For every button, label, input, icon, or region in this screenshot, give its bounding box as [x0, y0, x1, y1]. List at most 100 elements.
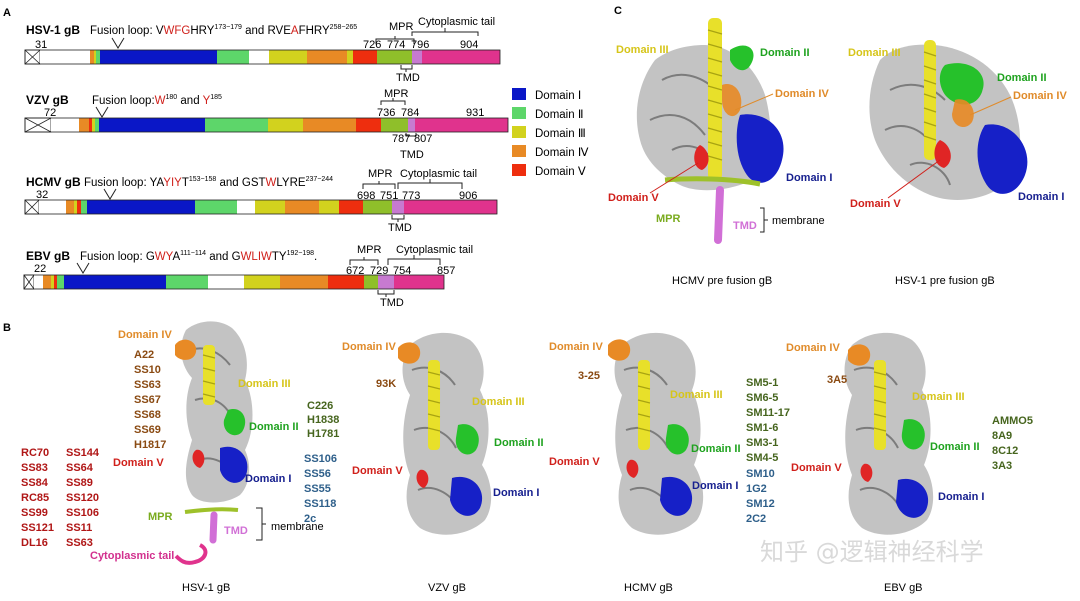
antibody-label: SS89: [66, 477, 93, 489]
antibody-label: SS56: [304, 468, 331, 480]
schematic-ebv-tmd-label: TMD: [380, 297, 404, 309]
b-hcmv-antibody-iv: 3-25: [578, 370, 600, 382]
region-domain-i: [736, 114, 784, 183]
b-hsv1-domain-iii-label: Domain III: [238, 378, 291, 390]
b-hsv1-antibodies-domain-ii: C226 H1838 H1781: [307, 400, 339, 440]
b-vzv-domain-ii-label: Domain II: [494, 437, 544, 449]
b-hcmv-domain-ii-label: Domain II: [691, 443, 741, 455]
schematic-hsv1-tmd-label: TMD: [396, 72, 420, 84]
bar-segment-domain-iv: [280, 275, 328, 289]
bar-segment: [39, 200, 66, 214]
schematic-hsv1-pos-774: 774: [387, 39, 405, 51]
bar-segment-domain-i: [87, 200, 195, 214]
schematic-hsv1-tmd-bracket: [400, 65, 413, 72]
region-domain-iv: [722, 84, 742, 117]
schematic-hsv1: HSV-1 gB Fusion loop: VWFGHRY173−179 and…: [24, 16, 501, 84]
bar-segment-tmd: [408, 118, 415, 132]
legend-swatch-domain-iv: [512, 145, 526, 157]
bar-segment-domain-v: [89, 118, 92, 132]
b-ebv-domain-v-label: Domain V: [791, 462, 842, 474]
bar-segment-domain-v: [339, 200, 363, 214]
panel-c-letter: C: [614, 5, 622, 17]
region-domain-i: [977, 124, 1028, 194]
structure-hcmv-prefusion: [636, 18, 784, 244]
schematic-hcmv: HCMV gB Fusion loop: YAYIYT153−158 and G…: [24, 168, 498, 234]
helix-domain-iii: [924, 40, 936, 160]
b-hcmv-domain-iv-label: Domain IV: [549, 341, 603, 353]
schematic-hsv1-bar: [24, 49, 501, 65]
schematic-vzv-pos-787: 787: [392, 133, 410, 145]
schematic-hsv1-pos-796: 796: [411, 39, 429, 51]
helix-domain-iii: [708, 18, 722, 180]
bar-segment-domain-i: [100, 50, 217, 64]
bar-segment-mpr: [363, 200, 392, 214]
helix-tmd: [209, 511, 218, 544]
antibody-label: SS118: [304, 498, 336, 510]
b-hcmv-domain-v-label: Domain V: [549, 456, 600, 468]
region-domain-v: [626, 459, 639, 478]
schematic-ebv-name: EBV gB: [26, 249, 70, 263]
hsv1-pre-domain-iv-label: Domain IV: [1013, 90, 1067, 102]
schematic-ebv-bar: [23, 274, 445, 290]
panel-b-letter: B: [3, 322, 11, 334]
antibody-label: SM6-5: [746, 392, 778, 404]
schematic-hcmv-pos-773: 773: [402, 190, 420, 202]
schematic-ebv: EBV gB Fusion loop: GWYA111−114 and GWLI…: [23, 244, 473, 309]
antibody-label: SM5-1: [746, 377, 778, 389]
signal-peptide-cross: [24, 117, 52, 133]
b-hsv1-antibodies-domain-v: RC70 SS83 SS84 RC85 SS99 SS121 DL16 SS14…: [21, 447, 100, 549]
bar-segment-mpr: [377, 50, 412, 64]
antibody-label: H1781: [307, 428, 339, 440]
bar-segment-domain-v: [356, 118, 381, 132]
helix-mpr: [184, 507, 239, 514]
b-ebv-domain-ii-label: Domain II: [930, 441, 980, 453]
hcmv-pre-mpr-label: MPR: [656, 213, 681, 225]
antibody-label: 8A9: [992, 430, 1012, 442]
bar-segment-domain-iii: [268, 118, 303, 132]
signal-peptide-cross: [24, 199, 40, 215]
schematic-hcmv-fusion-loop: Fusion loop: YAYIYT153−158 and GSTWLYRE2…: [84, 176, 333, 189]
bar-segment-domain-iv: [43, 275, 51, 289]
region-domain-i: [450, 476, 483, 516]
bar-outline: [24, 199, 498, 215]
bar-segment-mpr: [381, 118, 408, 132]
region-domain-i: [896, 478, 929, 518]
antibody-label: SS144: [66, 447, 100, 459]
bar-segment-domain-ii: [96, 50, 100, 64]
b-hcmv-domain-iii-label: Domain III: [670, 389, 723, 401]
region-domain-ii: [730, 45, 754, 71]
region-domain-v: [860, 463, 873, 482]
legend-label-domain-ii: Domain Ⅱ: [535, 109, 583, 121]
schematic-ebv-pos-729: 729: [370, 265, 388, 277]
schematic-hcmv-loop-pointer: [103, 188, 117, 200]
bar-segment: [51, 118, 79, 132]
antibody-label: RC85: [21, 492, 49, 504]
b-vzv-domain-i-label: Domain I: [493, 487, 539, 499]
antibody-label: SS120: [66, 492, 99, 504]
antibody-label: SM1-6: [746, 422, 778, 434]
schematic-hcmv-tmd-label: TMD: [388, 222, 412, 234]
schematic-hcmv-mpr-bracket: [362, 181, 396, 189]
bar-segment: [237, 200, 255, 214]
antibody-label: 8C12: [992, 445, 1018, 457]
schematic-vzv-name: VZV gB: [26, 93, 69, 107]
structure-hcmv-postfusion: [608, 332, 704, 535]
b-vzv-antibody-iv: 93K: [376, 378, 396, 390]
region-domain-iv: [952, 99, 974, 128]
b-ebv-antibodies-domain-ii: AMMO5 8A9 8C12 3A3: [992, 415, 1033, 472]
antibody-label: SS67: [134, 394, 161, 406]
schematic-hcmv-mpr-label: MPR: [368, 168, 393, 180]
schematic-ebv-pos-672: 672: [346, 265, 364, 277]
antibody-label: DL16: [21, 537, 48, 549]
antibody-label: SS121: [21, 522, 54, 534]
antibody-label: SM12: [746, 498, 775, 510]
region-domain-ii: [901, 419, 925, 450]
schematic-vzv-fusion-loop: Fusion loop:W180 and Y185: [92, 94, 222, 107]
region-domain-v: [416, 469, 429, 488]
hcmv-pre-tmd-label: TMD: [733, 220, 757, 232]
region-domain-i: [220, 446, 248, 483]
b-hsv1-tmd-label: TMD: [224, 525, 248, 537]
helix-domain-iii-turns: [637, 371, 651, 432]
antibody-label: SS83: [21, 462, 48, 474]
